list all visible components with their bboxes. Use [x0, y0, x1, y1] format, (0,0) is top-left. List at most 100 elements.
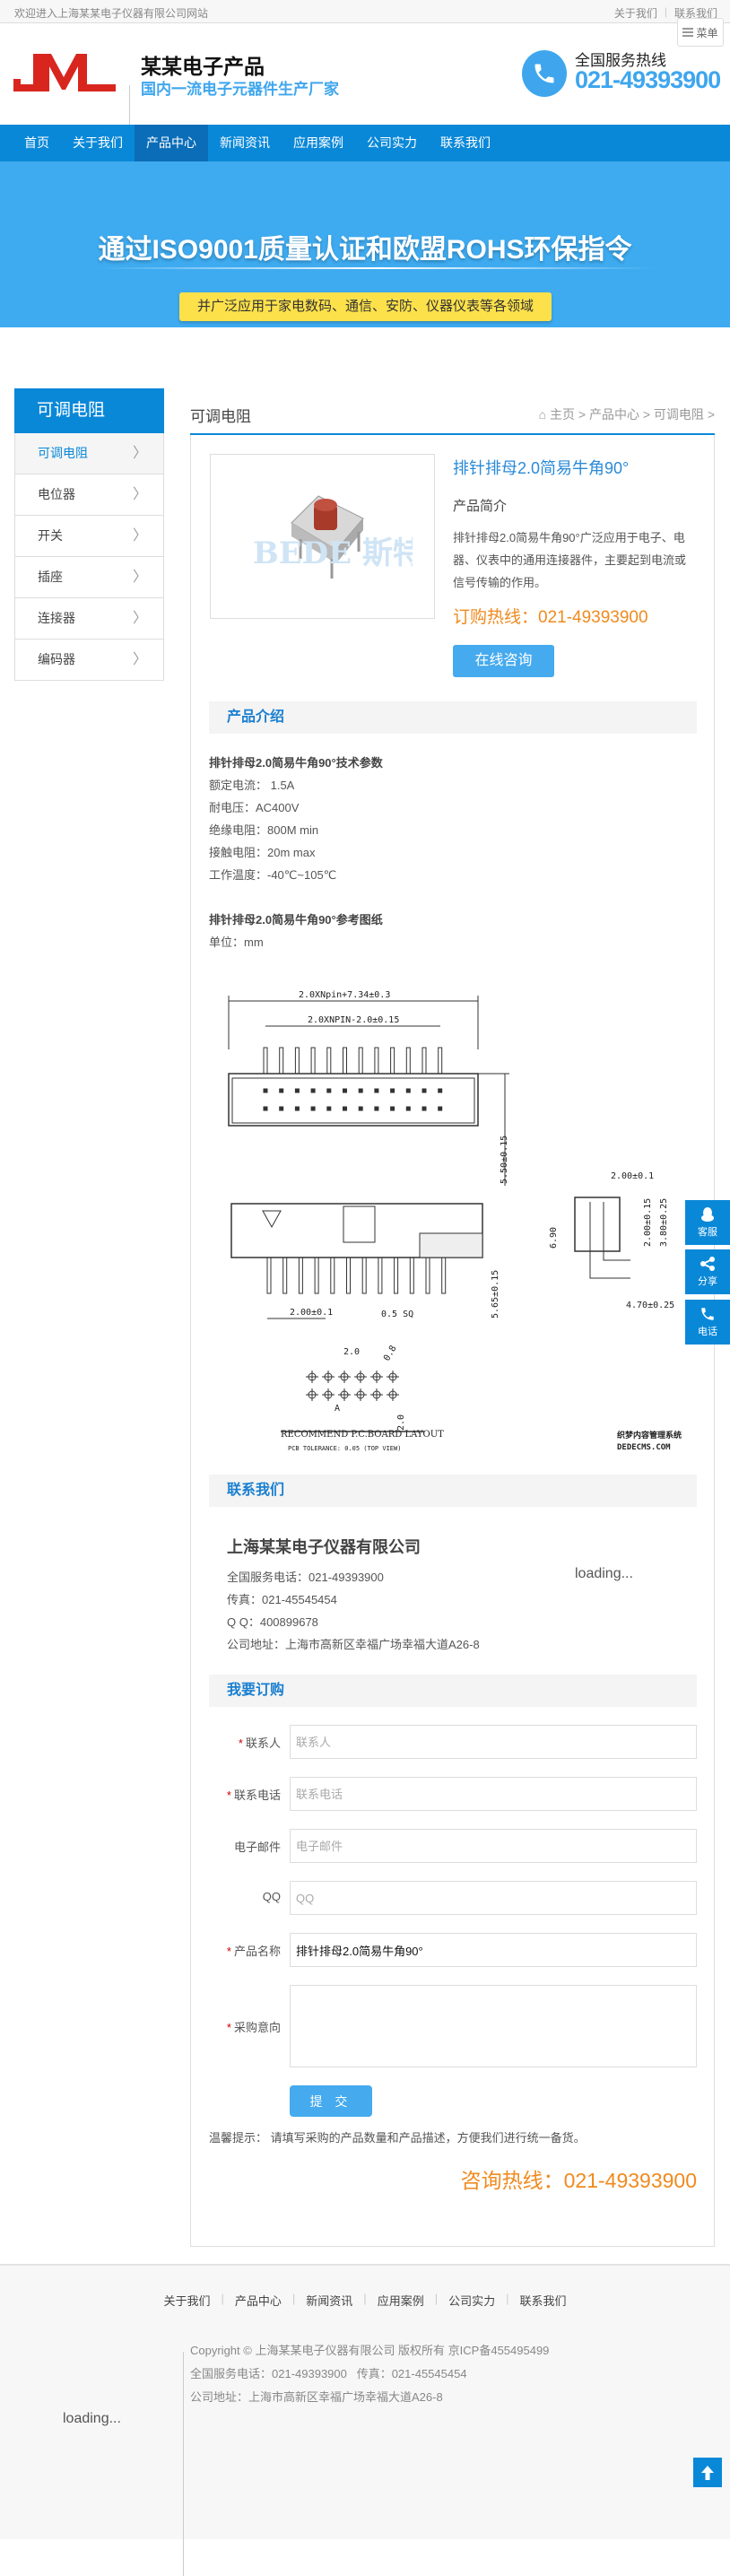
- breadcrumb-text[interactable]: 主页 > 产品中心 > 可调电阻 >: [550, 407, 715, 422]
- drawing-mark: [343, 1047, 347, 1075]
- phone-icon: [701, 1308, 714, 1320]
- footer: 关于我们| 产品中心| 新闻资讯| 应用案例| 公司实力| 联系我们 Copyr…: [0, 2264, 730, 2576]
- technical-drawing: 2.0XNpin+7.34±0.3 2.0XNPIN-2.0±0.15 5.50…: [209, 978, 697, 1453]
- nav-home[interactable]: 首页: [24, 135, 49, 150]
- drawing-mark: [438, 1047, 443, 1075]
- svg-text:PCB TOLERANCE: 0.05 (TOP V: PCB TOLERANCE: 0.05 (TOP VIEW): [288, 1445, 401, 1452]
- product-name-input[interactable]: [290, 1933, 697, 1967]
- nav-about[interactable]: 关于我们: [73, 135, 123, 150]
- drawing-mark: [390, 1047, 395, 1075]
- spec-item: 工作温度：-40℃~105℃: [209, 868, 337, 882]
- qq-input[interactable]: [290, 1881, 697, 1915]
- purchase-intent-textarea[interactable]: [290, 1985, 697, 2067]
- field-label-intent: *采购意向: [226, 2021, 281, 2034]
- banner-divider: [99, 267, 655, 269]
- share-button[interactable]: 分享: [685, 1249, 730, 1294]
- drawing-mark: [425, 1257, 430, 1294]
- drawing-title: 排针排母2.0简易牛角90°参考图纸: [209, 913, 383, 927]
- drawing-mark: [378, 1257, 383, 1294]
- spec-title: 排针排母2.0简易牛角90°技术参数: [209, 756, 383, 770]
- sidebar-item-encoder[interactable]: 编码器〉: [14, 640, 164, 681]
- sidebar-item-label: 插座: [38, 570, 63, 584]
- footer-link-about[interactable]: 关于我们: [163, 2294, 211, 2308]
- footer-address: 公司地址：上海市高新区幸福广场幸福大道A26-8: [190, 2390, 443, 2404]
- footer-link-products[interactable]: 产品中心: [234, 2294, 282, 2308]
- contact-address: 公司地址：上海市高新区幸福广场幸福大道A26-8: [227, 1638, 480, 1651]
- hotline-number: 021-49393900: [575, 66, 721, 93]
- drawing-mark: [263, 1088, 268, 1093]
- phone-button[interactable]: 电话: [685, 1300, 730, 1345]
- logo[interactable]: [13, 54, 117, 91]
- chevron-right-icon: 〉: [132, 570, 147, 585]
- field-label-product: *产品名称: [226, 1945, 281, 1958]
- main-nav: 首页 关于我们 产品中心 新闻资讯 应用案例 公司实力 联系我们: [0, 125, 730, 161]
- back-to-top-button[interactable]: [693, 2458, 722, 2487]
- drawing-mark: [294, 1106, 300, 1111]
- sidebar-item-connector[interactable]: 连接器〉: [14, 598, 164, 640]
- nav-contact[interactable]: 联系我们: [440, 135, 491, 150]
- svg-text:4.70±0.25: 4.70±0.25: [626, 1301, 674, 1310]
- drawing-mark: [405, 1088, 411, 1093]
- drawing-mark: [390, 1106, 395, 1111]
- drawing-mark: [279, 1106, 284, 1111]
- online-consult-button[interactable]: 在线咨询: [453, 645, 554, 677]
- svg-text:5.50±0.15: 5.50±0.15: [500, 1136, 509, 1184]
- drawing-mark: [294, 1047, 300, 1075]
- nav-strength[interactable]: 公司实力: [367, 135, 417, 150]
- svg-text:5.65±0.15: 5.65±0.15: [491, 1270, 500, 1318]
- phone-icon: [522, 50, 567, 97]
- top-bar: 欢迎进入上海某某电子仪器有限公司网站 关于我们 | 联系我们: [0, 0, 730, 23]
- title-underline: [190, 433, 715, 435]
- contact-info: 全国服务电话：021-49393900 传真：021-45545454 Q Q：…: [227, 1566, 480, 1656]
- contact-name-input[interactable]: [290, 1725, 697, 1759]
- drawing-mark: [421, 1088, 427, 1093]
- customer-service-button[interactable]: 客服: [685, 1200, 730, 1245]
- phone-input[interactable]: [290, 1777, 697, 1811]
- footer-phone: 全国服务电话：021-49393900 传真：021-45545454: [190, 2367, 467, 2380]
- footer-divider: [183, 2352, 184, 2576]
- share-icon: [700, 1257, 715, 1271]
- submit-button[interactable]: 提 交: [290, 2085, 372, 2117]
- svg-text:2.00±0.1: 2.00±0.1: [611, 1171, 654, 1181]
- field-label-qq: QQ: [262, 1890, 281, 1903]
- map-loading: loading...: [575, 1566, 633, 1581]
- breadcrumb: ⌂ 主页 > 产品中心 > 可调电阻 >: [539, 405, 715, 423]
- drawing-mark: [374, 1106, 379, 1111]
- drawing-mark: [394, 1257, 399, 1294]
- sidebar-item-potentiometer[interactable]: 电位器〉: [14, 474, 164, 516]
- drawing-mark: [326, 1106, 332, 1111]
- sidebar: 可调电阻 可调电阻〉 电位器〉 开关〉 插座 〉 连接器〉 编码器〉: [14, 388, 164, 681]
- section-header-intro: 产品介绍: [209, 701, 697, 734]
- hamburger-icon: [682, 28, 694, 37]
- arrow-up-icon: [701, 2465, 714, 2480]
- sidebar-item-label: 编码器: [38, 652, 75, 666]
- nav-news[interactable]: 新闻资讯: [220, 135, 270, 150]
- watermark: BEDE 斯特: [253, 535, 413, 571]
- spec-item: 接触电阻：20m max: [209, 846, 316, 859]
- product-image[interactable]: BEDE 斯特: [210, 454, 435, 619]
- order-hotline: 订购热线：021-49393900: [453, 608, 648, 627]
- email-input[interactable]: [290, 1829, 697, 1863]
- sidebar-title: 可调电阻: [14, 388, 164, 433]
- drawing-mark: [263, 1106, 268, 1111]
- unit-text: 单位：mm: [209, 936, 264, 949]
- drawing-svg: 2.0XNpin+7.34±0.3 2.0XNPIN-2.0±0.15 5.50…: [228, 990, 682, 1452]
- svg-text:织梦内容管理系统: 织梦内容管理系统: [617, 1430, 682, 1440]
- svg-text:2.0XNPIN-2.0±0.15: 2.0XNPIN-2.0±0.15: [308, 1015, 399, 1025]
- footer-link-contact[interactable]: 联系我们: [519, 2294, 567, 2308]
- footer-link-news[interactable]: 新闻资讯: [306, 2294, 353, 2308]
- nav-products[interactable]: 产品中心: [135, 125, 208, 161]
- footer-link-strength[interactable]: 公司实力: [448, 2294, 496, 2308]
- banner-subtitle: 并广泛应用于家电数码、通信、安防、仪器仪表等各领域: [179, 292, 552, 321]
- top-link-about[interactable]: 关于我们: [613, 7, 657, 20]
- footer-link-cases[interactable]: 应用案例: [377, 2294, 424, 2308]
- drawing-mark: [282, 1257, 288, 1294]
- top-link-contact[interactable]: 联系我们: [674, 7, 717, 20]
- nav-cases[interactable]: 应用案例: [293, 135, 343, 150]
- sidebar-item-switch[interactable]: 开关〉: [14, 516, 164, 557]
- brand-slogan: 国内一流电子元器件生产厂家: [141, 81, 339, 98]
- menu-button[interactable]: 菜单: [677, 18, 724, 47]
- logo-divider: [129, 85, 130, 150]
- sidebar-item-adjustable-resistor[interactable]: 可调电阻〉: [14, 433, 164, 474]
- sidebar-item-socket[interactable]: 插座 〉: [14, 557, 164, 598]
